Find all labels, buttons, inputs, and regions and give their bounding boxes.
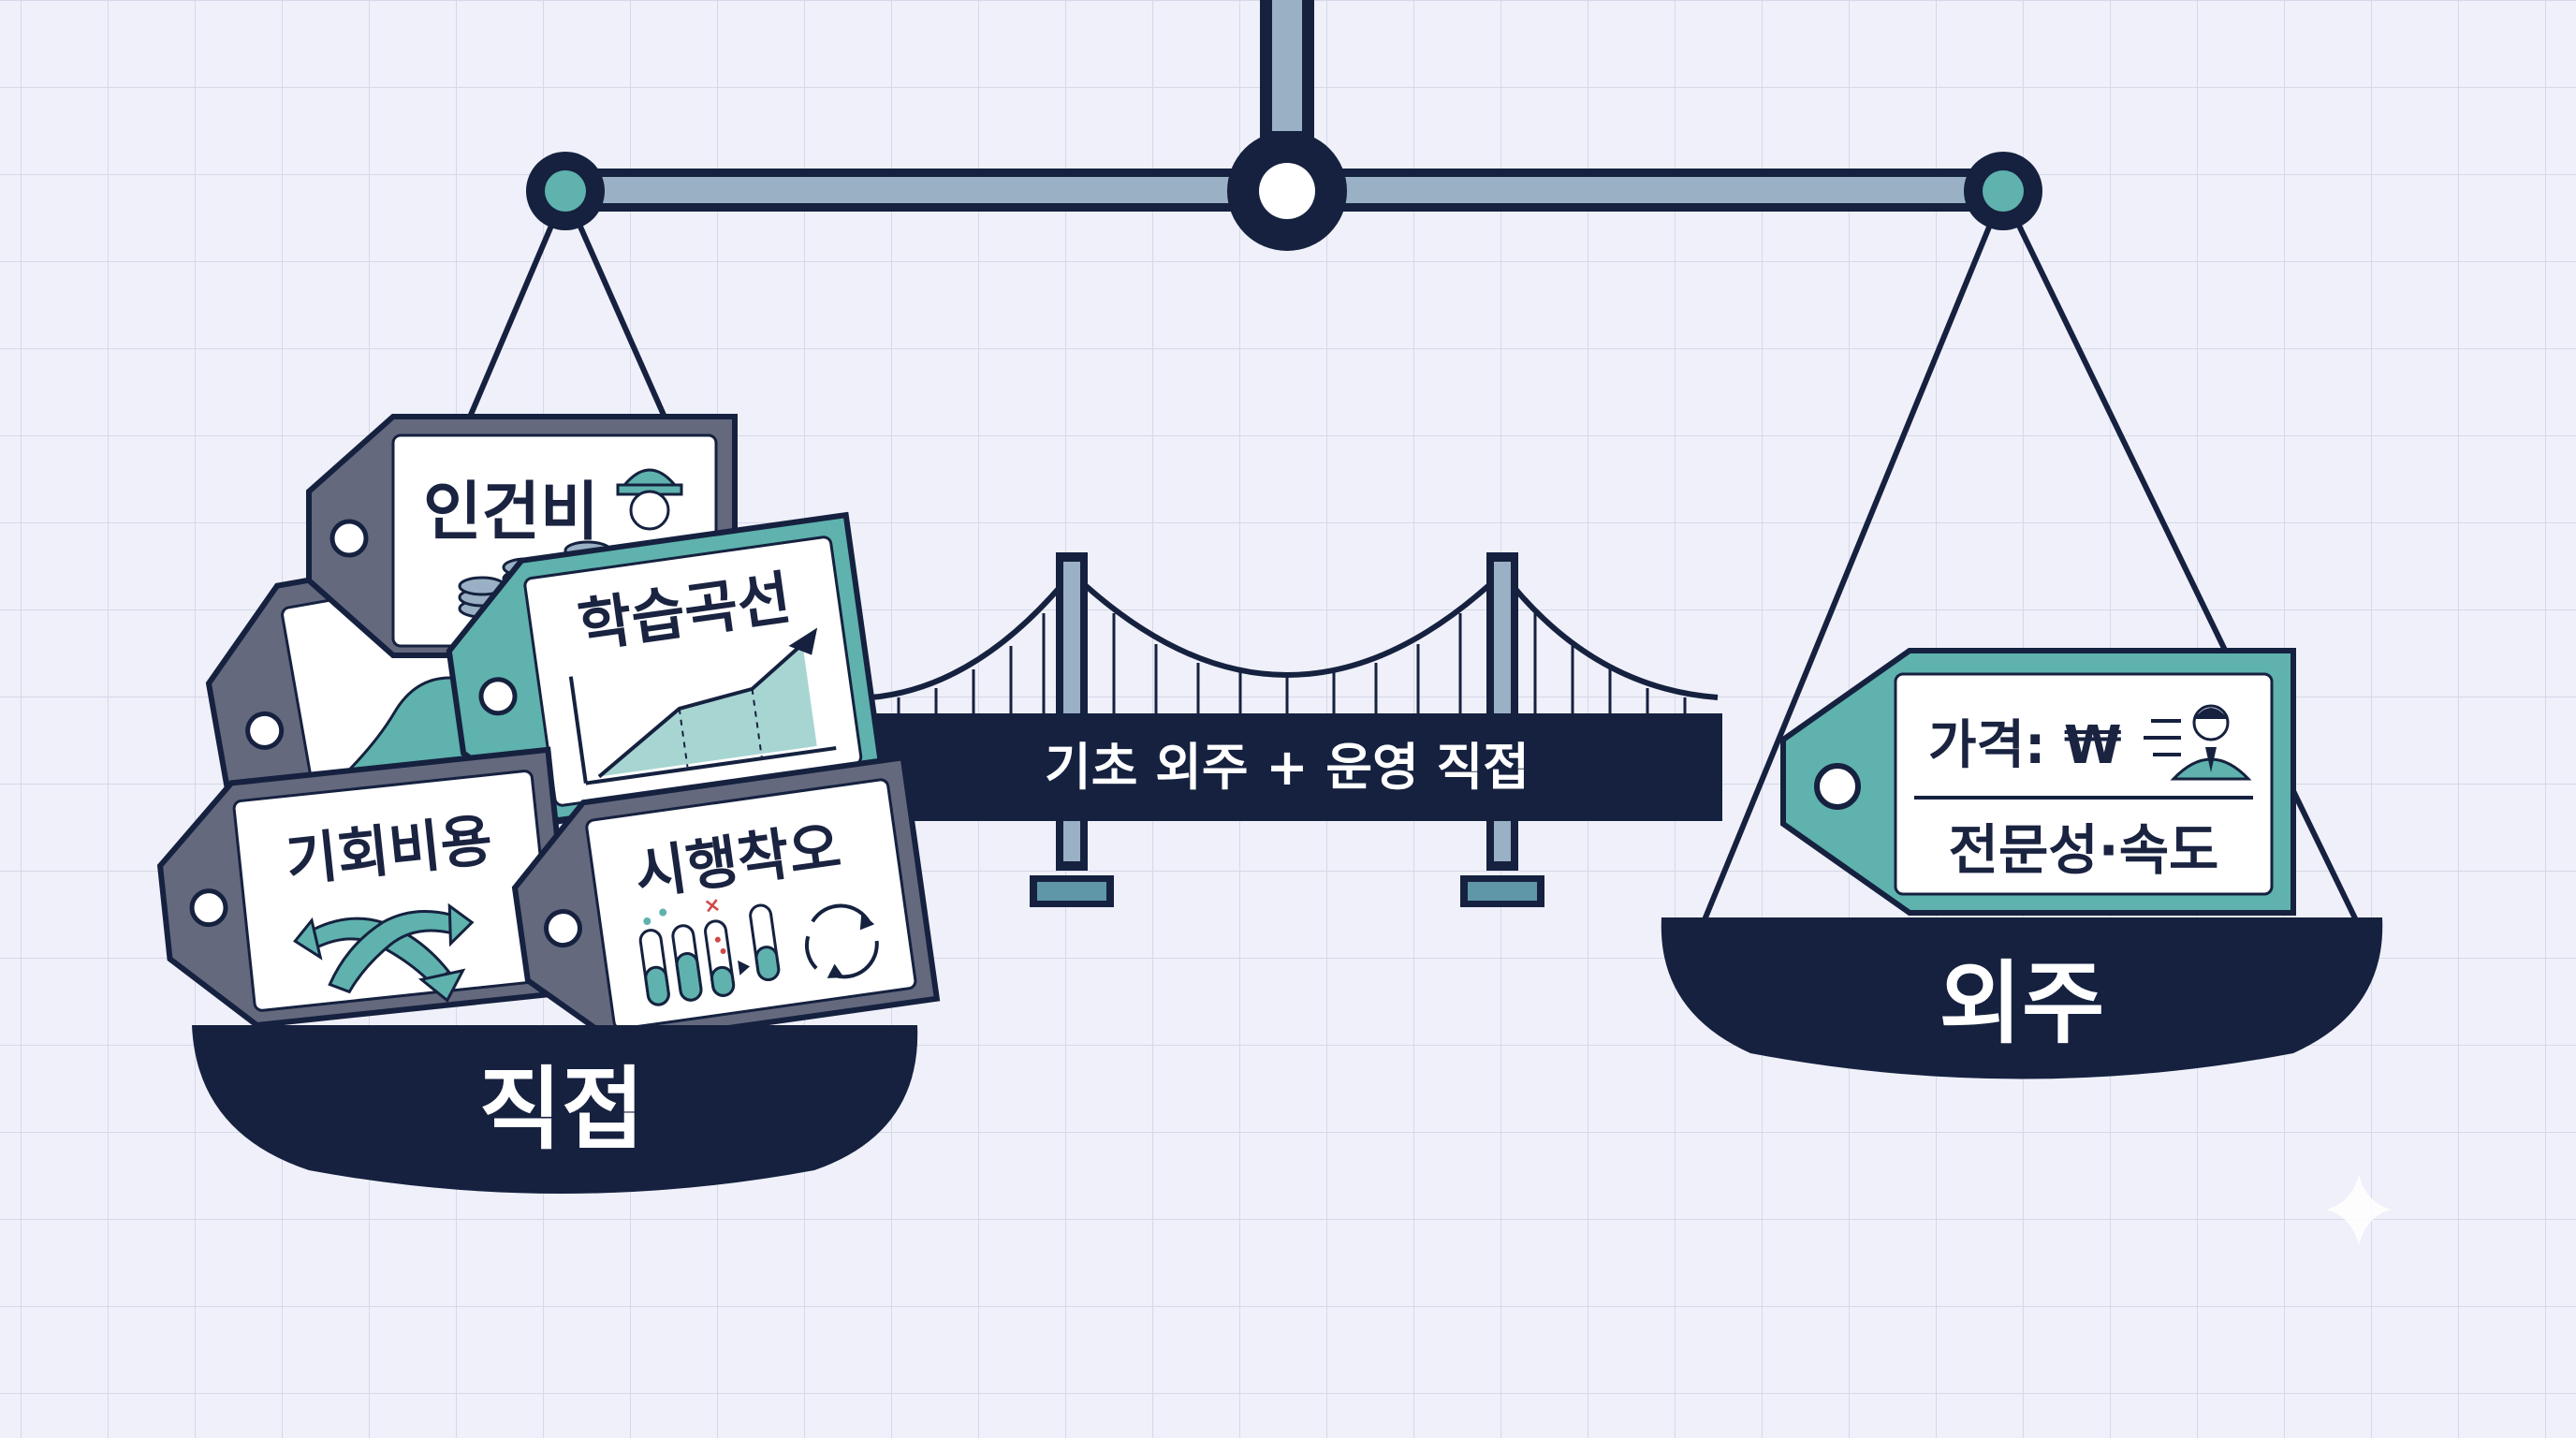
bridge-label: 기초 외주 + 운영 직접 (1045, 738, 1530, 797)
right-pan: 가격: ₩ 전문성·속도 외주 (1661, 648, 2383, 1079)
branching-arrows-icon (293, 902, 475, 1003)
fast-businessman-icon (2144, 704, 2252, 781)
tag-trial-and-error: 시행착오 × (511, 754, 941, 1047)
learning-curve-chart-icon (568, 627, 837, 785)
tag-opportunity-cost: 기회비용 (156, 746, 577, 1029)
right-pan-label: 외주 (1939, 951, 2105, 1056)
right-pan-bowl (1661, 917, 2383, 1079)
bridge-deck (861, 713, 1722, 821)
tag-outsourcing: 가격: ₩ 전문성·속도 (1780, 648, 2296, 916)
suspension-bridge: 기초 외주 + 운영 직접 (861, 552, 1722, 907)
test-tubes-cycle-icon: × (638, 893, 879, 1006)
left-pan-label: 직접 (479, 1057, 645, 1162)
tag-outsourcing-price: 가격: ₩ (1928, 715, 2122, 776)
tag-labor-cost-label: 인건비 (423, 476, 599, 550)
scale-frame (465, 0, 2360, 924)
svg-text:×: × (702, 893, 723, 918)
tag-learning-curve: 학습곡선 (446, 511, 886, 824)
tag-outsourcing-strengths: 전문성·속도 (1949, 818, 2219, 882)
left-pan: 인건비 (156, 414, 941, 1194)
sparkle-icon (2326, 1175, 2392, 1245)
left-pan-bowl (192, 1025, 918, 1194)
